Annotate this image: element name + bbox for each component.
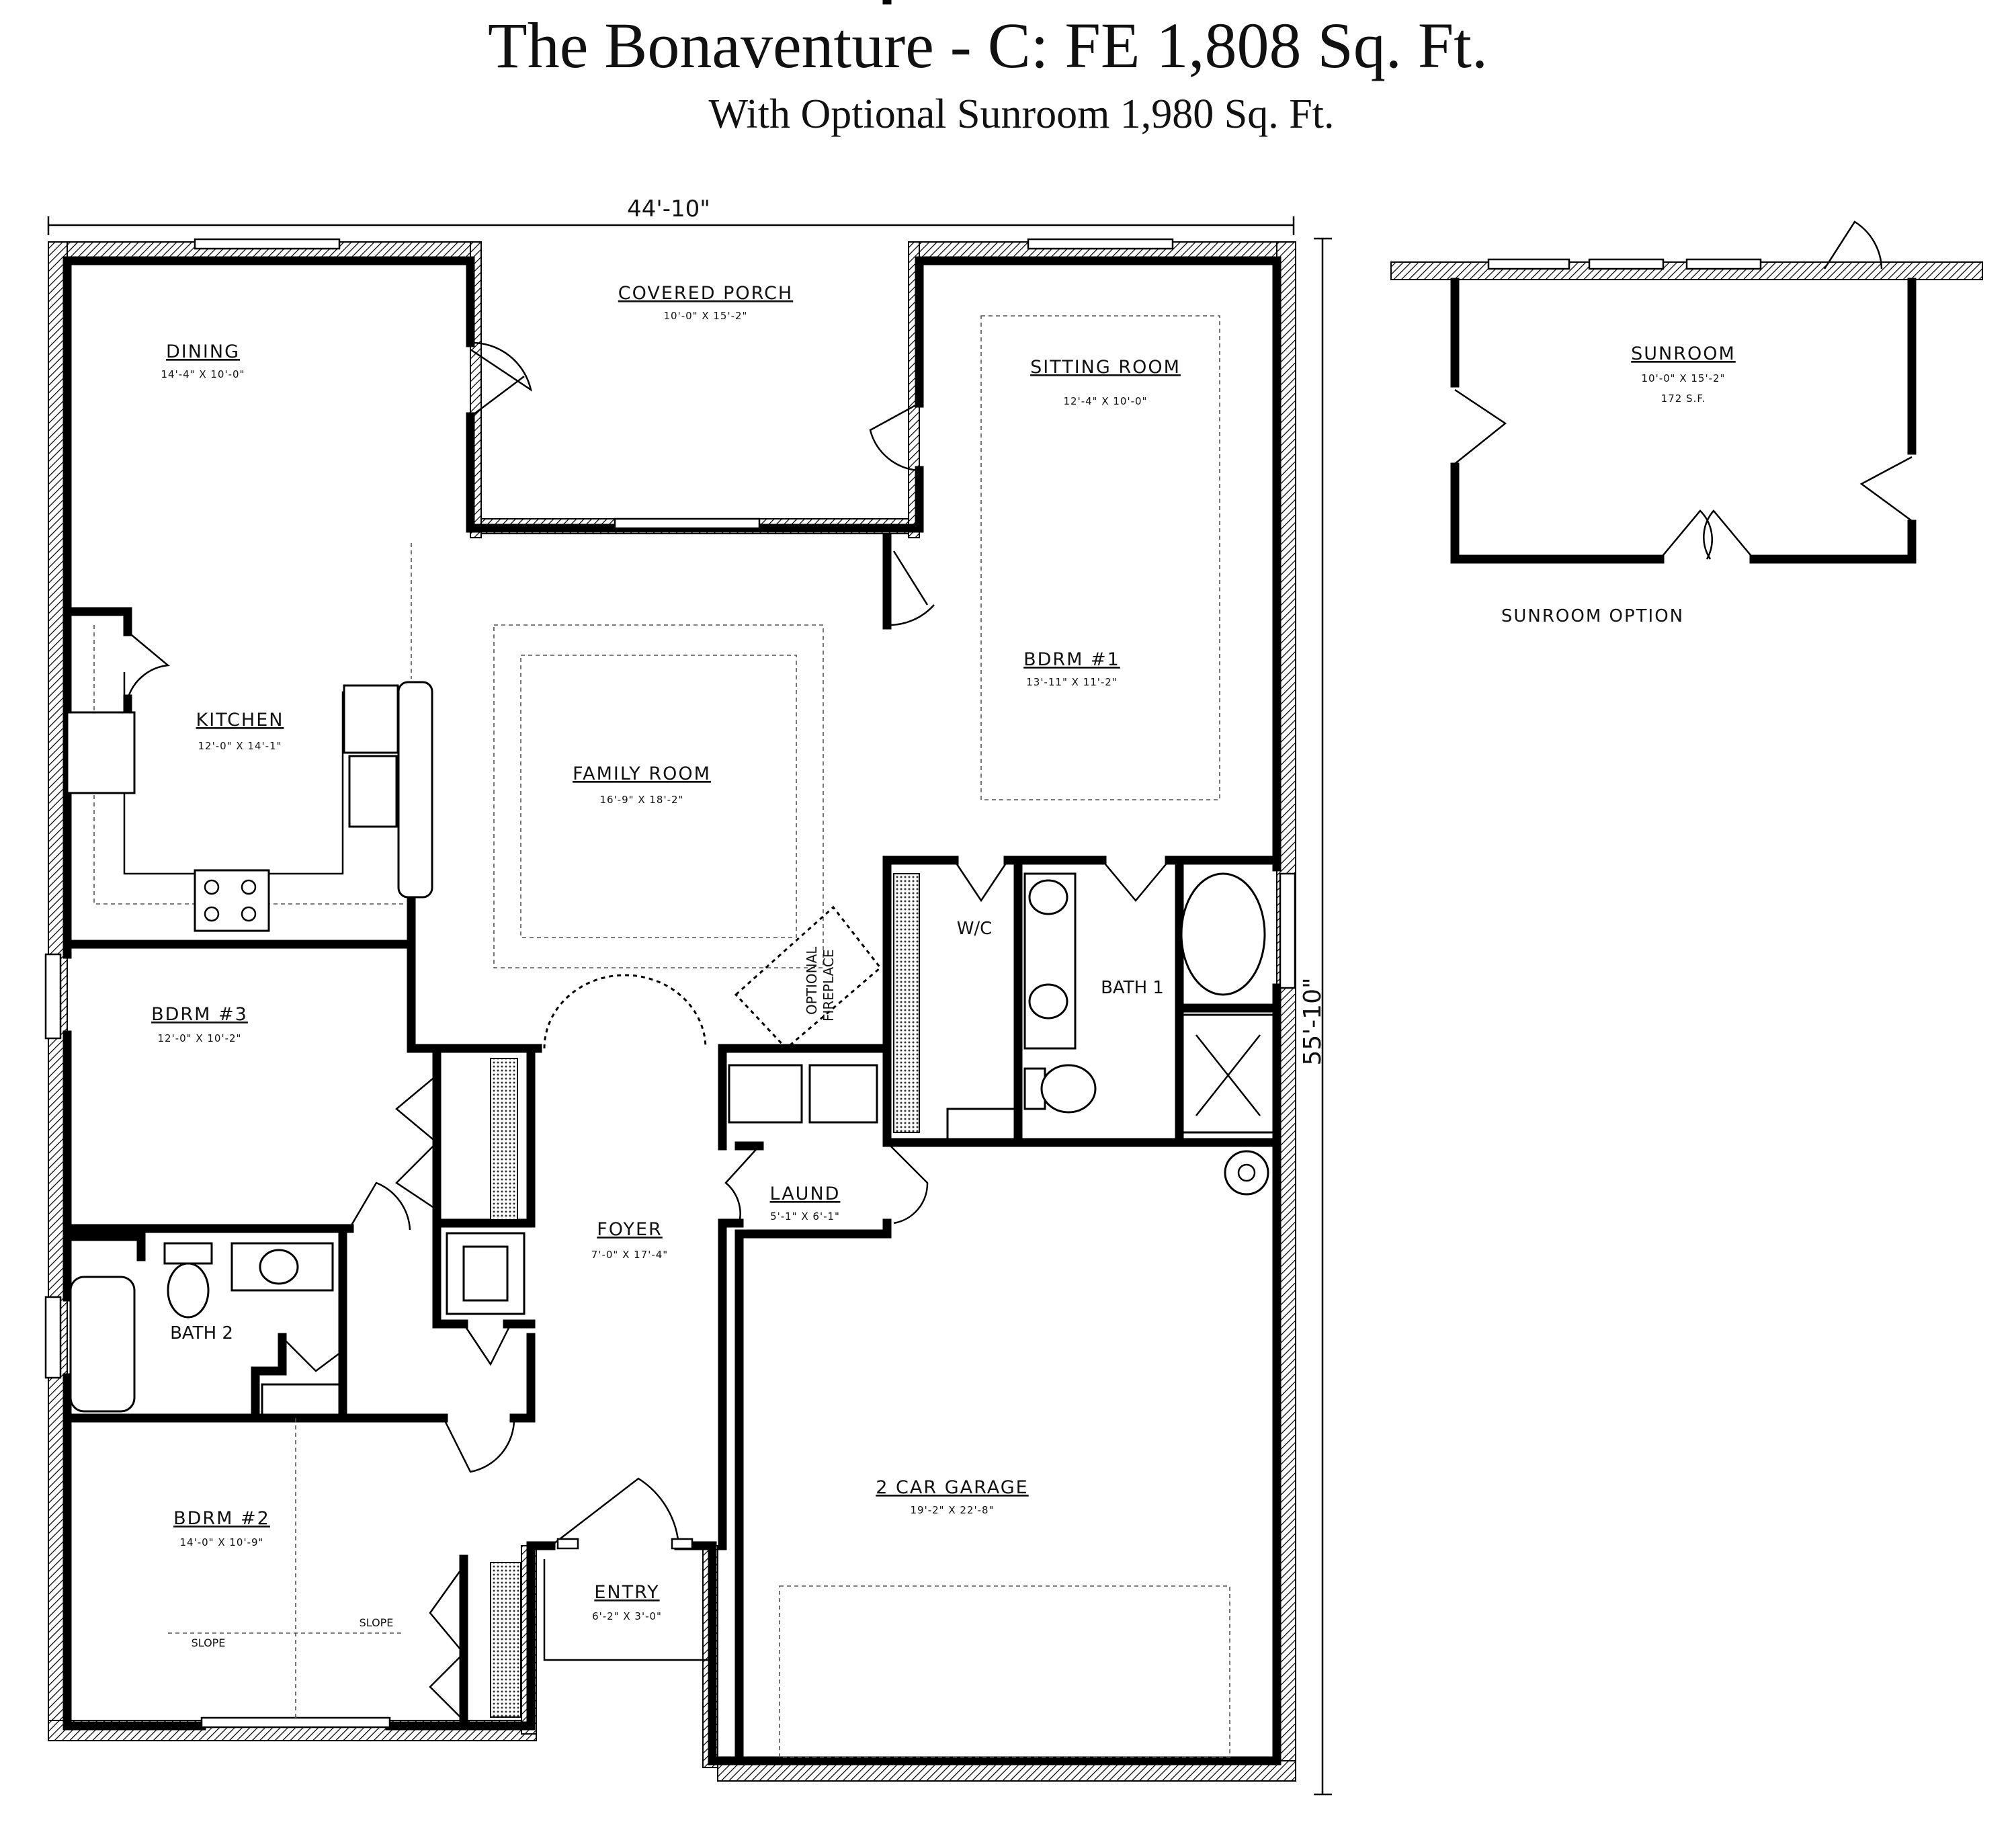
slope-label-right: SLOPE [360, 1616, 394, 1629]
doors [126, 341, 1170, 1721]
sunroom-option: SUNROOM 10'-0" X 15'-2" 172 S.F. SUNROOM… [1390, 220, 1983, 626]
depth-dimension: 55'-10" [1299, 237, 1332, 1796]
fireplace-label-1: OPTIONAL [804, 946, 820, 1015]
slope-label-left: SLOPE [192, 1636, 226, 1649]
plan-title: The Bonaventure - C: FE 1,808 Sq. Ft. [488, 9, 1488, 81]
windows [44, 238, 1296, 1729]
kitchen-label: KITCHEN [196, 710, 284, 731]
sunroom-label: SUNROOM [1631, 343, 1736, 364]
ceiling-outlines [93, 315, 1230, 1758]
sunroom-size: 10'-0" X 15'-2" [1642, 372, 1726, 384]
sunroom-area: 172 S.F. [1661, 392, 1706, 405]
bath-fixtures [69, 872, 1275, 1416]
stippled-walls [490, 873, 920, 1718]
entry-label: ENTRY [594, 1582, 659, 1603]
bdrm3-size: 12'-0" X 10'-2" [158, 1032, 242, 1044]
room-labels: DINING 14'-4" X 10'-0" COVERED PORCH 10'… [151, 283, 1181, 1649]
foyer-size: 7'-0" X 17'-4" [591, 1249, 668, 1261]
foyer-label: FOYER [597, 1219, 663, 1240]
fireplace-label-2: FIREPLACE [821, 949, 837, 1022]
bdrm2-label: BDRM #2 [173, 1508, 270, 1529]
bdrm1-size: 13'-11" X 11'-2" [1026, 676, 1118, 688]
kitchen-size: 12'-0" X 14'-1" [198, 740, 282, 752]
bdrm2-size: 14'-0" X 10'-9" [180, 1536, 264, 1548]
covered-porch-size: 10'-0" X 15'-2" [664, 310, 748, 322]
family-room-size: 16'-9" X 18'-2" [600, 794, 684, 806]
laund-label: LAUND [770, 1183, 841, 1204]
bath1-label: BATH 1 [1101, 978, 1164, 998]
garage-size: 19'-2" X 22'-8" [911, 1504, 995, 1516]
bdrm1-label: BDRM #1 [1023, 649, 1120, 670]
garage-label: 2 CAR GARAGE [876, 1477, 1028, 1498]
covered-porch-label: COVERED PORCH [618, 283, 793, 304]
width-dimension: 44'-10" [47, 196, 1295, 235]
bath2-label: BATH 2 [170, 1323, 233, 1343]
optional-fireplace: OPTIONAL FIREPLACE [734, 905, 882, 1050]
width-label: 44'-10" [627, 196, 710, 222]
sitting-room-label: SITTING ROOM [1030, 357, 1181, 378]
sitting-room-size: 12'-4" X 10'-0" [1064, 395, 1148, 407]
sunroom-caption: SUNROOM OPTION [1501, 606, 1684, 626]
dining-label: DINING [166, 341, 240, 362]
laund-size: 5'-1" X 6'-1" [770, 1210, 840, 1222]
bdrm3-label: BDRM #3 [151, 1004, 248, 1025]
entry-outline [543, 1538, 712, 1661]
kitchen-fixtures [66, 672, 433, 932]
wic-label: W/C [957, 919, 993, 939]
plan-subtitle: With Optional Sunroom 1,980 Sq. Ft. [709, 91, 1335, 137]
family-room-label: FAMILY ROOM [573, 763, 711, 784]
depth-label: 55'-10" [1299, 977, 1327, 1065]
entry-size: 6'-2" X 3'-0" [592, 1610, 662, 1622]
dining-size: 14'-4" X 10'-0" [161, 368, 245, 380]
